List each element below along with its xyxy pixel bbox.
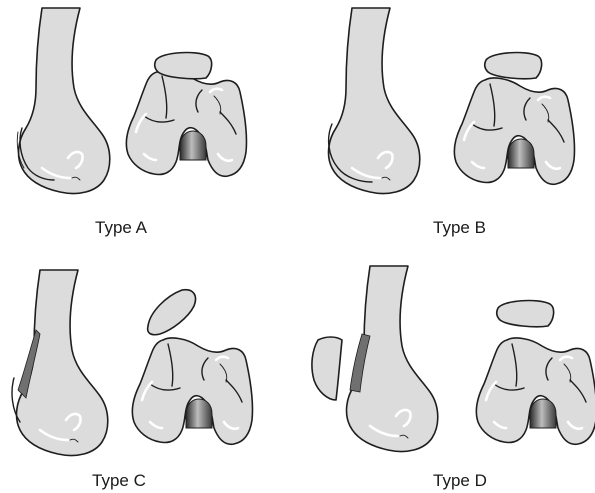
- femur-anterior-view: [126, 70, 246, 176]
- femur-lateral-view: [329, 8, 420, 194]
- panel-label: Type D: [433, 471, 487, 490]
- panel-label: Type B: [433, 218, 486, 237]
- patella: [485, 53, 542, 79]
- patella: [148, 290, 196, 335]
- panel-label: Type C: [92, 471, 146, 490]
- detached-fragment: [312, 337, 342, 400]
- panel-type-a: Type A: [17, 8, 246, 237]
- panel-type-b: Type B: [329, 8, 575, 237]
- femur-anterior-view: [132, 338, 252, 444]
- panel-label: Type A: [95, 218, 148, 237]
- femur-anterior-view: [454, 78, 574, 184]
- femur-anterior-view: [476, 338, 595, 444]
- panel-type-c: Type C: [12, 270, 253, 490]
- femur-lateral-view: [19, 8, 110, 194]
- patella: [497, 301, 554, 327]
- patella: [155, 53, 212, 79]
- panel-type-d: Type D: [312, 266, 595, 490]
